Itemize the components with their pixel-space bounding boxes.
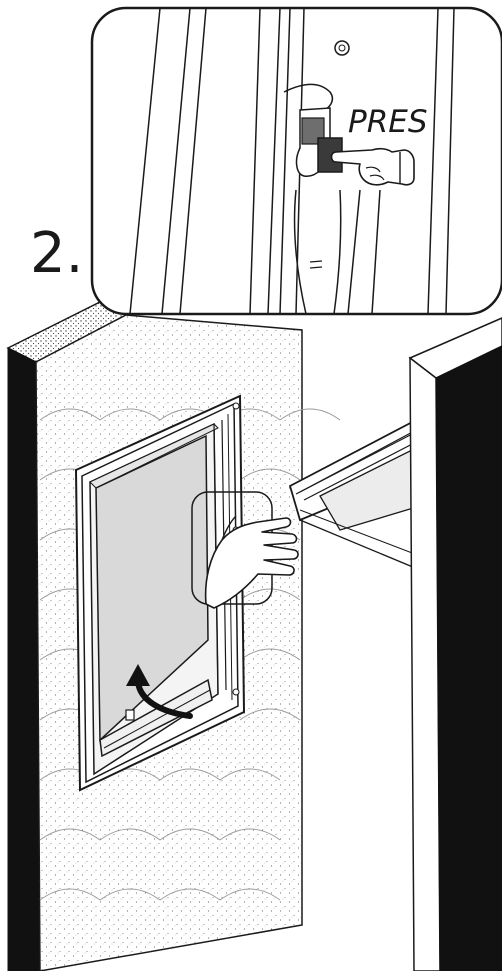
- latch-icon: [126, 710, 134, 720]
- window-unit: [290, 418, 420, 570]
- step-number: 2.: [30, 222, 83, 286]
- callout-label: PRES: [348, 104, 428, 140]
- callout-bubble: [92, 8, 502, 314]
- right-wall: [410, 318, 502, 971]
